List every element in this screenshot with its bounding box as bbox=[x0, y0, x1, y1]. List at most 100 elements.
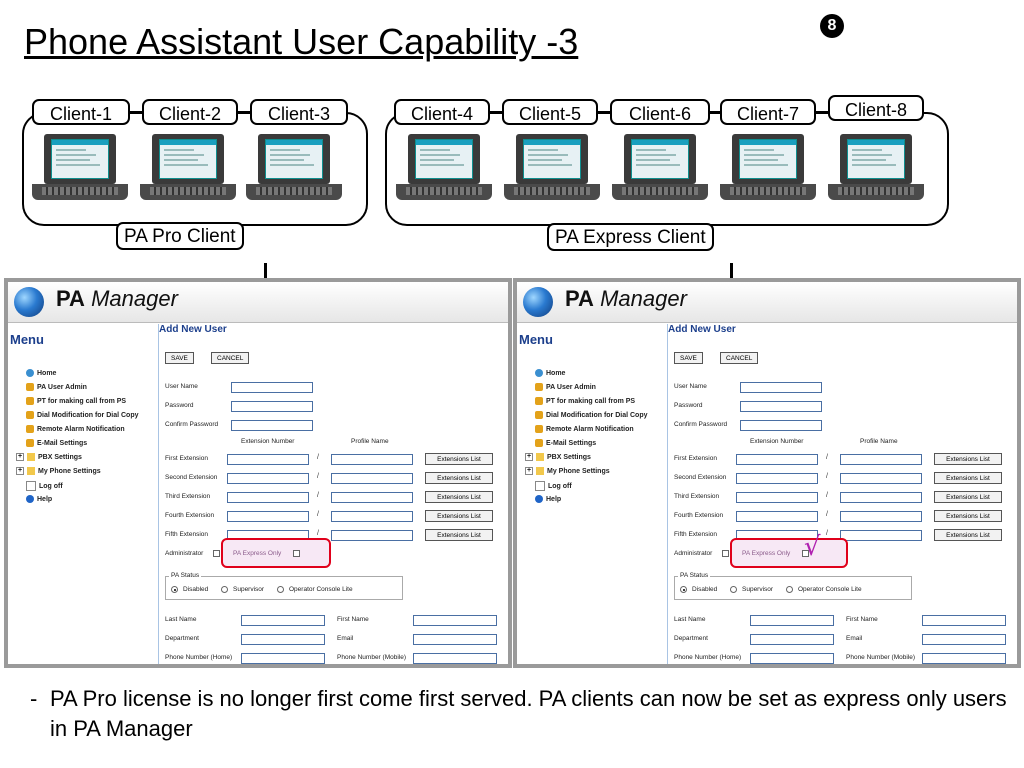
cancel-button[interactable]: CANCEL bbox=[211, 352, 250, 364]
user-name-input[interactable] bbox=[740, 382, 822, 393]
profile-name-input[interactable] bbox=[331, 511, 413, 522]
profile-name-input[interactable] bbox=[840, 454, 922, 465]
profile-name-input[interactable] bbox=[840, 473, 922, 484]
express-only-checkbox[interactable] bbox=[802, 550, 809, 557]
home-icon bbox=[535, 369, 543, 377]
sidebar-item-pa-user-admin[interactable]: PA User Admin bbox=[535, 383, 596, 391]
globe-logo-icon bbox=[14, 287, 44, 317]
extension-number-input[interactable] bbox=[736, 473, 818, 484]
express-only-checkbox[interactable] bbox=[293, 550, 300, 557]
extensions-list-button[interactable]: Extensions List bbox=[425, 510, 493, 522]
sidebar-item-log-off[interactable]: Log off bbox=[26, 481, 63, 491]
sidebar-item-pt-call[interactable]: PT for making call from PS bbox=[26, 397, 126, 405]
sidebar-item-dial-modification[interactable]: Dial Modification for Dial Copy bbox=[26, 411, 139, 419]
last-name-input[interactable] bbox=[750, 615, 834, 626]
extension-number-input[interactable] bbox=[227, 511, 309, 522]
expand-icon[interactable]: + bbox=[525, 467, 533, 475]
email-input[interactable] bbox=[922, 634, 1006, 645]
extension-number-input[interactable] bbox=[227, 454, 309, 465]
form-content: Add New User SAVE CANCEL User Name Passw… bbox=[158, 324, 508, 664]
status-radio-operator[interactable] bbox=[277, 586, 284, 593]
status-radio-supervisor[interactable] bbox=[730, 586, 737, 593]
extensions-list-button[interactable]: Extensions List bbox=[934, 529, 1002, 541]
extension-number-input[interactable] bbox=[736, 511, 818, 522]
save-button[interactable]: SAVE bbox=[674, 352, 703, 364]
sidebar-item-remote-alarm[interactable]: Remote Alarm Notification bbox=[535, 425, 634, 433]
profile-name-input[interactable] bbox=[331, 530, 413, 541]
separator: / bbox=[826, 454, 828, 461]
profile-name-input[interactable] bbox=[840, 530, 922, 541]
extensions-list-button[interactable]: Extensions List bbox=[934, 453, 1002, 465]
expand-icon[interactable]: + bbox=[525, 453, 533, 461]
sidebar-item-dial-modification[interactable]: Dial Modification for Dial Copy bbox=[535, 411, 648, 419]
last-name-input[interactable] bbox=[241, 615, 325, 626]
extension-number-input[interactable] bbox=[227, 492, 309, 503]
status-radio-operator[interactable] bbox=[786, 586, 793, 593]
sidebar-item-remote-alarm[interactable]: Remote Alarm Notification bbox=[26, 425, 125, 433]
extensions-list-button[interactable]: Extensions List bbox=[934, 472, 1002, 484]
profile-name-input[interactable] bbox=[840, 492, 922, 503]
sidebar-item-log-off[interactable]: Log off bbox=[535, 481, 572, 491]
email-input[interactable] bbox=[413, 634, 497, 645]
sidebar-item-pbx-settings[interactable]: +PBX Settings bbox=[525, 453, 591, 461]
sidebar-item-pbx-settings[interactable]: +PBX Settings bbox=[16, 453, 82, 461]
cancel-button[interactable]: CANCEL bbox=[720, 352, 759, 364]
save-button[interactable]: SAVE bbox=[165, 352, 194, 364]
extension-number-input[interactable] bbox=[736, 454, 818, 465]
department-input[interactable] bbox=[750, 634, 834, 645]
client-label-8: Client-8 bbox=[828, 95, 924, 121]
profile-name-input[interactable] bbox=[840, 511, 922, 522]
user-name-input[interactable] bbox=[231, 382, 313, 393]
extension-label: Fourth Extension bbox=[165, 512, 215, 519]
sidebar-item-email-settings[interactable]: E-Mail Settings bbox=[26, 439, 87, 447]
sidebar-item-my-phone-settings[interactable]: +My Phone Settings bbox=[525, 467, 610, 475]
extension-label: Second Extension bbox=[165, 474, 218, 481]
extensions-list-button[interactable]: Extensions List bbox=[425, 453, 493, 465]
sidebar-item-help[interactable]: Help bbox=[26, 495, 52, 503]
status-radio-disabled[interactable] bbox=[171, 586, 178, 593]
expand-icon[interactable]: + bbox=[16, 467, 24, 475]
confirm-password-label: Confirm Password bbox=[674, 421, 728, 428]
sidebar-item-email-settings[interactable]: E-Mail Settings bbox=[535, 439, 596, 447]
extensions-list-button[interactable]: Extensions List bbox=[934, 510, 1002, 522]
sidebar-item-help[interactable]: Help bbox=[535, 495, 561, 503]
confirm-password-input[interactable] bbox=[231, 420, 313, 431]
sidebar-item-home[interactable]: Home bbox=[535, 369, 565, 377]
phone-home-input[interactable] bbox=[750, 653, 834, 664]
first-name-input[interactable] bbox=[922, 615, 1006, 626]
password-input[interactable] bbox=[740, 401, 822, 412]
extensions-list-button[interactable]: Extensions List bbox=[425, 491, 493, 503]
confirm-password-input[interactable] bbox=[740, 420, 822, 431]
password-input[interactable] bbox=[231, 401, 313, 412]
client-label-5: Client-5 bbox=[502, 99, 598, 125]
separator: / bbox=[317, 492, 319, 499]
status-radio-supervisor[interactable] bbox=[221, 586, 228, 593]
document-icon bbox=[535, 481, 545, 491]
extensions-list-button[interactable]: Extensions List bbox=[425, 472, 493, 484]
phone-mobile-input[interactable] bbox=[413, 653, 497, 664]
first-name-input[interactable] bbox=[413, 615, 497, 626]
expand-icon[interactable]: + bbox=[16, 453, 24, 461]
extensions-list-button[interactable]: Extensions List bbox=[934, 491, 1002, 503]
status-radio-disabled[interactable] bbox=[680, 586, 687, 593]
sidebar-item-pt-call[interactable]: PT for making call from PS bbox=[535, 397, 635, 405]
profile-name-input[interactable] bbox=[331, 454, 413, 465]
extension-number-input[interactable] bbox=[227, 473, 309, 484]
profile-name-input[interactable] bbox=[331, 492, 413, 503]
phone-mobile-input[interactable] bbox=[922, 653, 1006, 664]
extension-number-input[interactable] bbox=[736, 492, 818, 503]
administrator-checkbox[interactable] bbox=[213, 550, 220, 557]
sidebar-item-my-phone-settings[interactable]: +My Phone Settings bbox=[16, 467, 101, 475]
sidebar-item-pa-user-admin[interactable]: PA User Admin bbox=[26, 383, 87, 391]
profile-name-input[interactable] bbox=[331, 473, 413, 484]
extensions-list-button[interactable]: Extensions List bbox=[425, 529, 493, 541]
pa-manager-window-pro: PA Manager Menu Home PA User Admin PT fo… bbox=[4, 278, 512, 668]
page-title: Phone Assistant User Capability -3 bbox=[24, 21, 579, 62]
sidebar-item-home[interactable]: Home bbox=[26, 369, 56, 377]
connector-line bbox=[130, 111, 142, 113]
app-logo: PA Manager bbox=[565, 286, 687, 311]
phone-home-input[interactable] bbox=[241, 653, 325, 664]
key-icon bbox=[535, 425, 543, 433]
department-input[interactable] bbox=[241, 634, 325, 645]
administrator-checkbox[interactable] bbox=[722, 550, 729, 557]
